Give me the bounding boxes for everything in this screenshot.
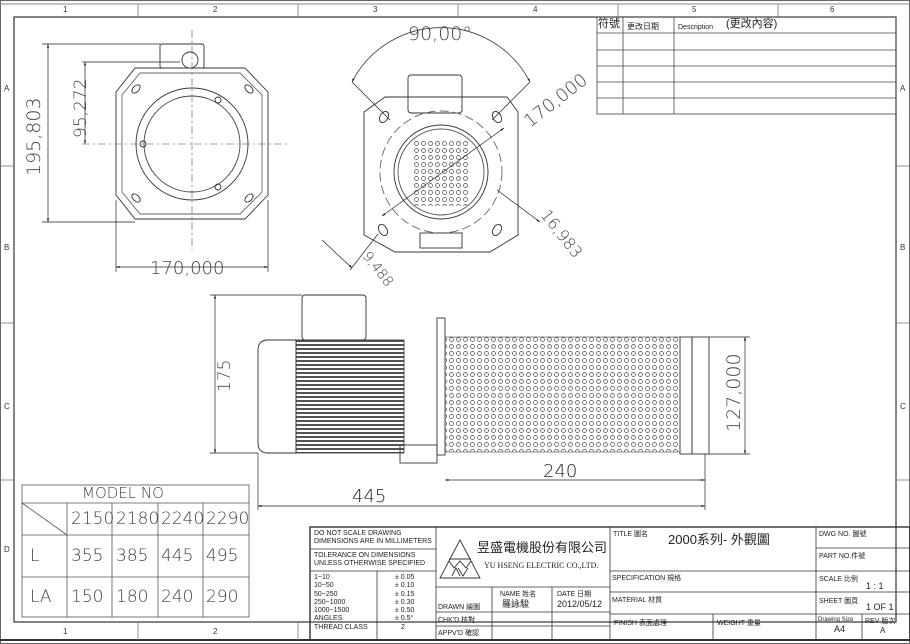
dim-height: 195,803 — [23, 97, 45, 176]
note-tolerance-2: UNLESS OTHERWISE SPECIFIED — [314, 560, 426, 567]
cell-l: 445 — [161, 546, 194, 566]
model-header: 2290 — [206, 509, 250, 529]
rev-header-date: 更改日期 — [627, 22, 659, 31]
rev-header-content: (更改內容) — [726, 18, 778, 30]
zone-row-a-right: A — [900, 84, 906, 93]
approved-label: APPV'D 確認 — [438, 630, 480, 637]
dim-diagonal: 170,000 — [520, 70, 592, 132]
zone-col-6: 6 — [830, 5, 835, 14]
zone-col-2-bottom: 2 — [213, 627, 218, 636]
cell-l: 495 — [206, 546, 239, 566]
tol-range: 50~250 — [314, 591, 338, 598]
zone-row-c-right: C — [900, 402, 906, 411]
cell-l: 385 — [116, 546, 149, 566]
scale-label: SCALE 比例 — [819, 576, 858, 583]
zone-row-c: C — [4, 402, 10, 411]
note-units: DIMENSIONS ARE IN MILLIMETERS — [314, 538, 432, 545]
part-no-label: PART NO.件號 — [819, 553, 866, 560]
zone-row-d: D — [4, 545, 10, 554]
tol-value: ± 0.05 — [395, 574, 415, 581]
note-no-scale: DO NOT SCALE DRAWING — [314, 530, 402, 537]
tol-range: THREAD CLASS — [314, 624, 368, 631]
terminal-grid — [413, 140, 468, 206]
date-header: DATE 日期 — [557, 591, 592, 598]
tol-range: ANGLES — [314, 615, 343, 622]
company-logo-icon — [439, 539, 481, 579]
zone-col-1-bottom: 1 — [63, 627, 68, 636]
motor-fins — [295, 339, 405, 454]
sheet-label: SHEET 圖頁 — [819, 598, 859, 605]
dim-pump-diameter: 127,000 — [723, 353, 745, 432]
drawn-name: 羅詠駿 — [502, 599, 530, 609]
cell-l: 355 — [71, 546, 104, 566]
row-label-l: L — [30, 546, 40, 566]
tol-value: ± 0.50 — [395, 607, 415, 614]
zone-col-3: 3 — [373, 5, 378, 14]
tol-range: 10~50 — [314, 582, 334, 589]
rev-header-description: Description — [678, 24, 714, 31]
zone-row-a: A — [4, 84, 10, 93]
name-header: NAME 姓名 — [500, 591, 537, 598]
cell-la: 180 — [116, 587, 149, 607]
company-name-cn: 昱盛電機股份有限公司 — [477, 540, 608, 555]
dim-offset: 95,272 — [71, 79, 91, 138]
sheet-value: 1 OF 1 — [866, 602, 894, 612]
zone-col-2: 2 — [213, 5, 218, 14]
dim-bolt-hole: 16,983 — [537, 206, 586, 262]
model-header: 2240 — [161, 509, 205, 529]
pump-strainer — [444, 336, 681, 453]
tol-range: 1~10 — [314, 574, 330, 581]
drawing-size-value: A4 — [834, 624, 846, 634]
cell-la: 240 — [161, 587, 194, 607]
title-value: 2000系列- 外觀圖 — [668, 532, 770, 547]
tol-value: 2 — [401, 624, 405, 631]
zone-row-b-right: B — [900, 243, 906, 252]
dim-slot: 9,488 — [359, 249, 396, 290]
tol-value: ± 0.30 — [395, 599, 415, 606]
cell-la: 290 — [206, 587, 239, 607]
material-label: MATERIAL 材質 — [612, 597, 663, 604]
dwg-no-label: DWG NO. 圖號 — [819, 531, 867, 538]
rev-value: A — [880, 626, 886, 635]
tol-value: ± 0.10 — [395, 582, 415, 589]
dim-side-height: 175 — [215, 360, 235, 392]
zone-col-1: 1 — [63, 5, 68, 14]
dim-pump-length: 240 — [543, 461, 577, 482]
note-tolerance-1: TOLERANCE ON DIMENSIONS — [314, 552, 416, 559]
tol-value: ± 0.5° — [395, 615, 414, 622]
cell-la: 150 — [71, 587, 104, 607]
tol-range: 1000~1500 — [314, 607, 350, 614]
dim-overall-length: 445 — [352, 486, 386, 507]
zone-col-4: 4 — [533, 5, 538, 14]
dim-width: 170,000 — [150, 258, 224, 279]
finish-label: FINISH 表面處理 — [614, 620, 667, 627]
scale-value: 1 : 1 — [866, 581, 884, 591]
drawn-label: DRAWN 繪圖 — [438, 604, 481, 611]
dim-angle: 90,00° — [408, 23, 472, 45]
drawn-date: 2012/05/12 — [557, 599, 603, 609]
weight-label: WEIGHT 重量 — [717, 620, 761, 627]
rev-label: REV 版次 — [865, 618, 896, 625]
drawing-size-label: Drawing Size — [818, 617, 854, 623]
model-header: 2150 — [71, 509, 115, 529]
checked-label: CHK'D 核對 — [438, 617, 476, 624]
model-table-title: MODEL NO — [82, 484, 164, 502]
zone-col-5: 5 — [692, 5, 697, 14]
company-name-en: YU HSENG ELECTRIC CO.,LTD. — [484, 561, 599, 570]
tol-value: ± 0.15 — [395, 591, 415, 598]
specification-label: SPECIFICATION 規格 — [612, 575, 682, 582]
rev-header-symbol: 符號 — [598, 18, 620, 30]
zone-row-b: B — [4, 243, 10, 252]
title-label: TITLE 圖名 — [613, 531, 649, 538]
model-header: 2180 — [116, 509, 160, 529]
tol-range: 250~1000 — [314, 599, 346, 606]
row-label-la: LA — [30, 587, 52, 607]
